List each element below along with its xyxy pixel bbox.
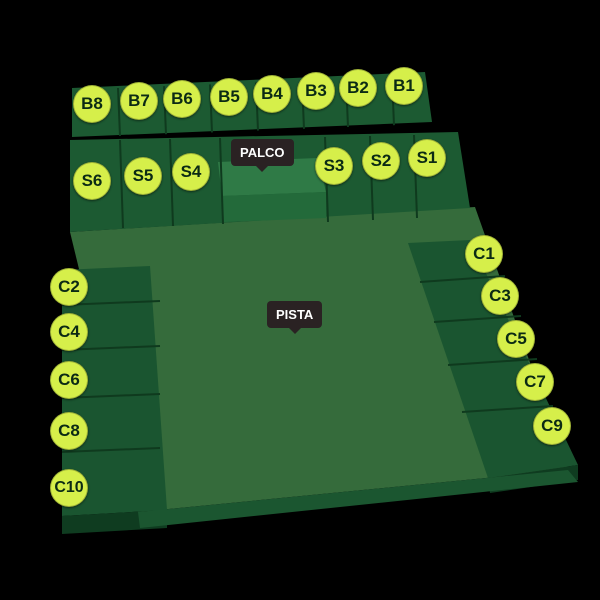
section-badge-s5[interactable]: S5 <box>124 157 162 195</box>
s-row-divider <box>119 139 124 229</box>
section-badge-b2[interactable]: B2 <box>339 69 377 107</box>
section-badge-s6[interactable]: S6 <box>73 162 111 200</box>
section-badge-c7[interactable]: C7 <box>516 363 554 401</box>
section-badge-c2[interactable]: C2 <box>50 268 88 306</box>
section-badge-c9[interactable]: C9 <box>533 407 571 445</box>
section-badge-b3[interactable]: B3 <box>297 72 335 110</box>
c-left-divider <box>61 447 161 453</box>
c-left-divider <box>61 300 161 306</box>
section-badge-c10[interactable]: C10 <box>50 469 88 507</box>
section-badge-c5[interactable]: C5 <box>497 320 535 358</box>
palco-label: PALCO <box>231 139 294 172</box>
section-badge-c4[interactable]: C4 <box>50 313 88 351</box>
c-left-divider <box>61 393 161 399</box>
section-badge-c1[interactable]: C1 <box>465 235 503 273</box>
section-badge-b8[interactable]: B8 <box>73 85 111 123</box>
section-badge-b6[interactable]: B6 <box>163 80 201 118</box>
s-row-divider <box>219 137 224 225</box>
c-right-divider <box>447 358 538 366</box>
section-badge-s3[interactable]: S3 <box>315 147 353 185</box>
section-badge-b5[interactable]: B5 <box>210 78 248 116</box>
section-badge-c8[interactable]: C8 <box>50 412 88 450</box>
section-badge-c6[interactable]: C6 <box>50 361 88 399</box>
c-left-divider <box>61 345 161 351</box>
floor-front-edge <box>138 470 578 528</box>
c-right-divider <box>433 315 522 323</box>
c-left-block <box>62 266 167 516</box>
section-badge-s4[interactable]: S4 <box>172 153 210 191</box>
section-badge-b1[interactable]: B1 <box>385 67 423 105</box>
section-badge-b7[interactable]: B7 <box>120 82 158 120</box>
section-badge-c3[interactable]: C3 <box>481 277 519 315</box>
b-row-divider <box>117 87 121 137</box>
pista-label: PISTA <box>267 301 323 334</box>
palco-stage-top[interactable] <box>218 158 326 196</box>
c-right-divider <box>461 405 554 413</box>
c-right-divider <box>419 275 506 283</box>
section-badge-b4[interactable]: B4 <box>253 75 291 113</box>
s-row-divider <box>169 138 174 227</box>
section-badge-s1[interactable]: S1 <box>408 139 446 177</box>
section-badge-s2[interactable]: S2 <box>362 142 400 180</box>
palco-stage-front <box>222 192 326 222</box>
